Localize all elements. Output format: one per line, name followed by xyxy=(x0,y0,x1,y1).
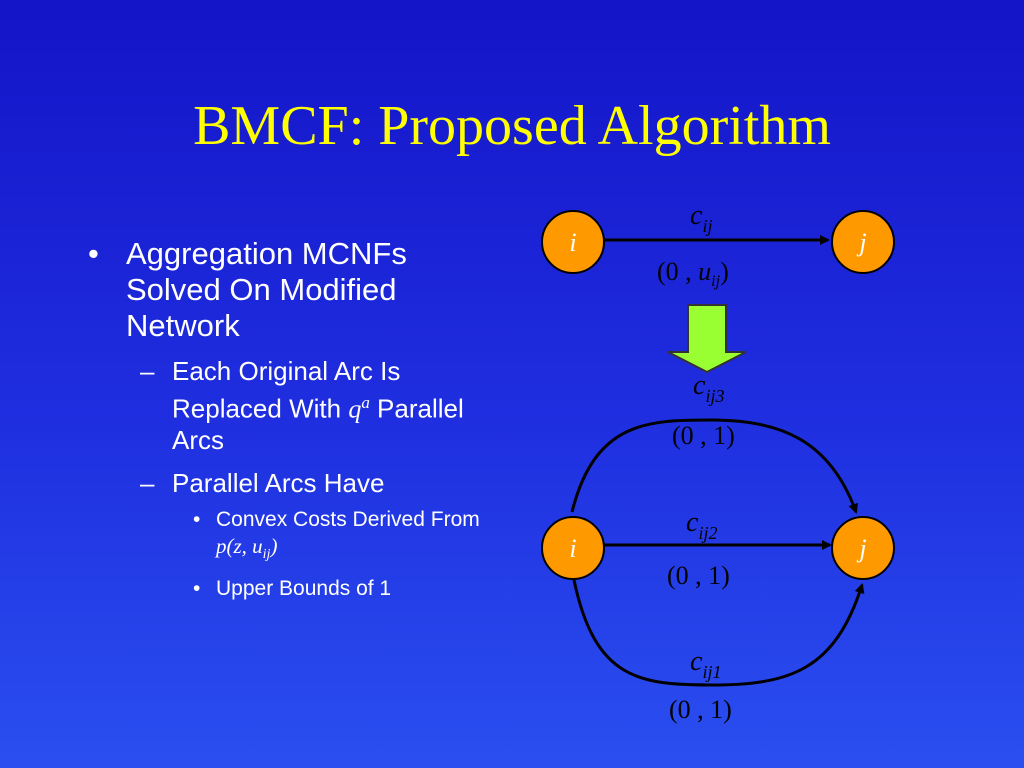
bound-ij2-label: (0 , 1) xyxy=(667,561,730,590)
bound-sub: ij xyxy=(711,273,720,290)
q-superscript: a xyxy=(361,393,370,412)
bound-var: u xyxy=(698,257,711,286)
bottom-node-j xyxy=(831,516,895,580)
cost-base: c xyxy=(690,646,703,677)
cost-sub: ij1 xyxy=(702,662,721,682)
bullet-text: Aggregation MCNFs Solved On Modified Net… xyxy=(126,236,407,343)
formula-close: ) xyxy=(270,533,278,558)
bottom-node-j-label: j xyxy=(856,534,866,563)
sub-bullet-text: Each Original Arc Is Replaced With xyxy=(172,356,401,424)
sub-bullet-text-end: Parallel Arcs xyxy=(172,393,464,455)
arc-ij3 xyxy=(570,418,858,514)
cost-base: c xyxy=(686,507,699,538)
cost-sub: ij3 xyxy=(705,386,724,406)
bound-ij1-label: (0 , 1) xyxy=(669,695,732,724)
cost-sub: ij xyxy=(702,216,712,236)
subsub-bullet-convex: • Convex Costs Derived From p(z, uij) xyxy=(88,507,508,568)
bullet-aggregation: • Aggregation MCNFs Solved On Modified N… xyxy=(88,236,508,344)
bullet-mark: • xyxy=(193,507,201,531)
subsub-bullet-text: Upper Bounds of 1 xyxy=(216,576,392,600)
slide-title: BMCF: Proposed Algorithm xyxy=(193,95,831,157)
cost-sub: ij2 xyxy=(698,523,717,543)
bullet-mark: • xyxy=(88,236,99,271)
formula-sub: ij xyxy=(262,546,271,562)
bottom-node-i-label: i xyxy=(569,534,576,563)
top-node-j-label: j xyxy=(856,228,866,257)
arc-ij1 xyxy=(572,579,865,687)
top-node-i xyxy=(541,210,605,274)
bullet-mark: • xyxy=(193,576,201,600)
cost-ij2-label: cij2 xyxy=(686,507,717,543)
top-cost-label: cij xyxy=(690,200,712,236)
bullet-list: • Aggregation MCNFs Solved On Modified N… xyxy=(88,236,508,602)
sub-bullet-replaced: – Each Original Arc Is Replaced With qa … xyxy=(88,356,508,456)
sub-bullet-text: Parallel Arcs Have xyxy=(172,467,385,498)
bound-ij3-label: (0 , 1) xyxy=(672,421,735,450)
dash-mark: – xyxy=(140,467,155,498)
bottom-node-i xyxy=(541,516,605,580)
transform-arrow-icon xyxy=(667,304,747,374)
dash-mark: – xyxy=(140,356,155,386)
top-bound-label: (0 , uij) xyxy=(657,257,729,290)
cost-base: c xyxy=(690,200,703,231)
subsub-bullet-text: Convex Costs Derived From xyxy=(216,507,480,531)
cost-base: c xyxy=(693,370,706,401)
top-node-i-label: i xyxy=(569,228,576,257)
bound-pre: (0 , xyxy=(657,257,698,286)
top-node-j xyxy=(831,210,895,274)
subsub-bullet-bounds: • Upper Bounds of 1 xyxy=(88,576,508,602)
formula-p: p(z, u xyxy=(216,533,263,558)
cost-ij1-label: cij1 xyxy=(690,646,721,682)
bound-post: ) xyxy=(720,257,729,286)
cost-ij3-label: cij3 xyxy=(693,370,724,406)
sub-bullet-parallel: – Parallel Arcs Have xyxy=(88,468,508,499)
q-variable: q xyxy=(348,394,362,424)
